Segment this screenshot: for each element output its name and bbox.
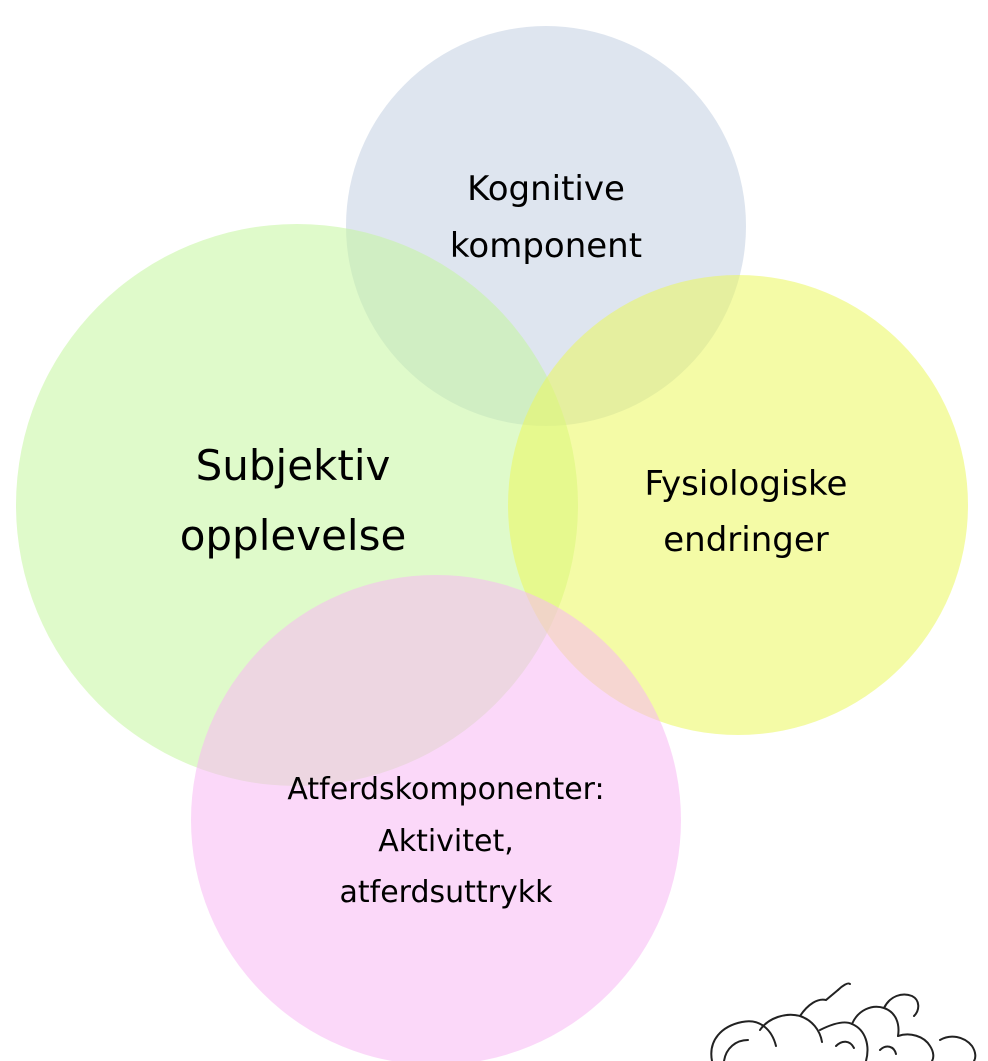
label-fysiologiske-line2: endringer xyxy=(663,520,829,560)
circle-fysiologiske xyxy=(508,275,968,735)
label-fysiologiske-line1: Fysiologiske xyxy=(645,464,848,504)
label-atferd-line2: Aktivitet, xyxy=(378,824,514,859)
label-kognitive-line1: Kognitive xyxy=(467,169,625,209)
sketch-figures-icon xyxy=(710,982,977,1061)
label-atferd-line3: atferdsuttrykk xyxy=(339,875,553,910)
label-subjektiv-line2: opplevelse xyxy=(180,511,407,560)
label-atferd-line1: Atferdskomponenter: xyxy=(287,772,604,807)
label-kognitive-line2: komponent xyxy=(450,226,642,266)
label-subjektiv-line1: Subjektiv xyxy=(196,441,391,490)
circle-atferd xyxy=(191,575,681,1061)
